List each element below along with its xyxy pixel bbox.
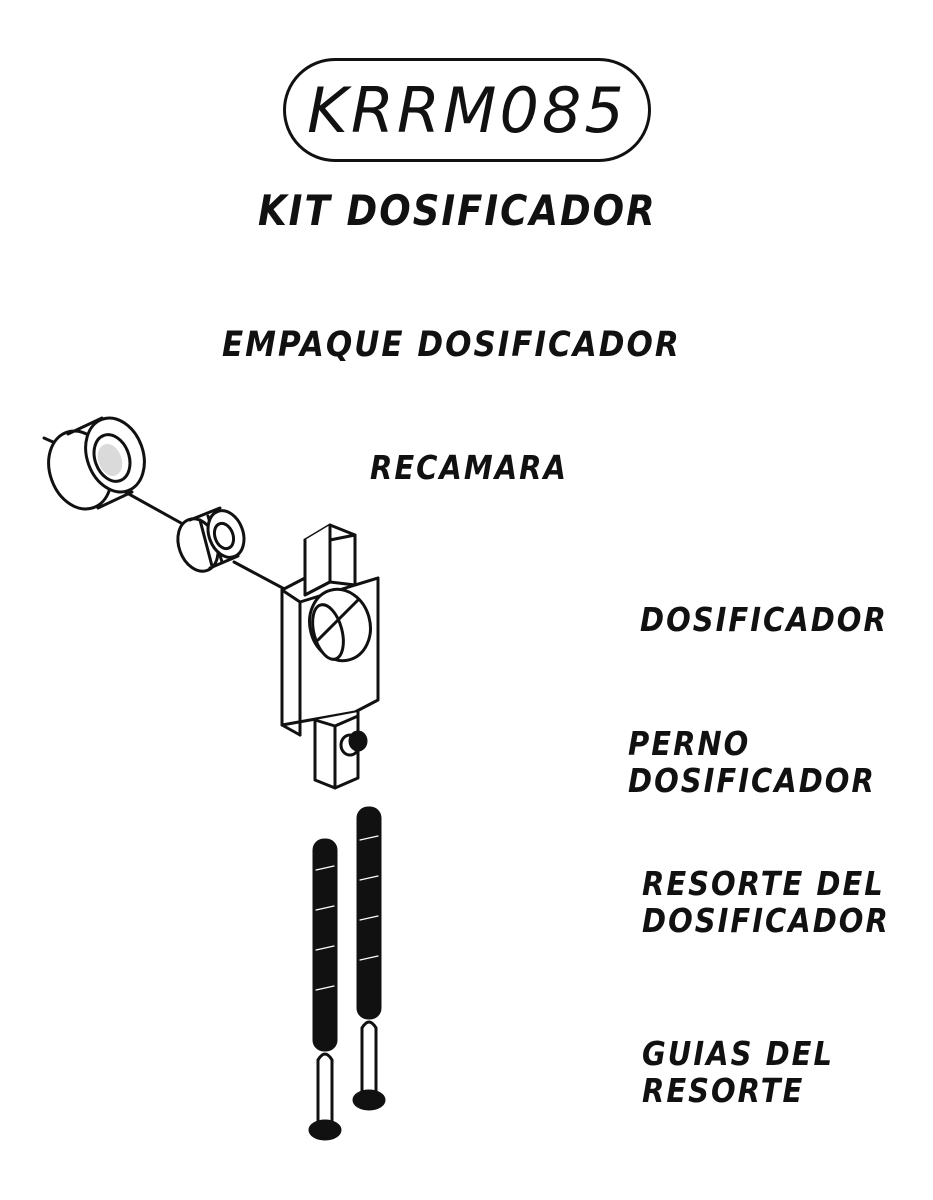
label-perno-line-2: DOSIFICADOR — [628, 762, 876, 801]
label-perno-line-1: PERNO — [628, 724, 751, 763]
label-guias-resorte: GUIAS DEL RESORTE — [642, 1034, 834, 1111]
kit-title: KIT DOSIFICADOR — [258, 186, 657, 236]
model-code-badge: KRRM085 — [283, 58, 651, 162]
label-recamara: RECAMARA — [370, 448, 568, 487]
label-empaque-dosificador: EMPAQUE DOSIFICADOR — [222, 324, 681, 366]
label-resorte-line-2: DOSIFICADOR — [642, 902, 890, 941]
guias-resorte-part — [308, 1020, 386, 1141]
label-guias-line-1: GUIAS DEL — [642, 1034, 834, 1073]
label-perno-dosificador: PERNO DOSIFICADOR — [628, 724, 876, 801]
model-code: KRRM085 — [307, 73, 627, 147]
label-resorte-dosificador: RESORTE DEL DOSIFICADOR — [642, 864, 890, 941]
resorte-dosificador-part — [312, 806, 382, 1052]
label-dosificador: DOSIFICADOR — [640, 600, 888, 639]
dosificador-part — [280, 523, 380, 790]
label-resorte-line-1: RESORTE DEL — [642, 864, 885, 903]
label-guias-line-2: RESORTE — [642, 1072, 805, 1111]
recamara-part — [176, 506, 246, 573]
perno-dosificador-part — [339, 730, 368, 757]
empaque-dosificador-part — [47, 416, 146, 511]
